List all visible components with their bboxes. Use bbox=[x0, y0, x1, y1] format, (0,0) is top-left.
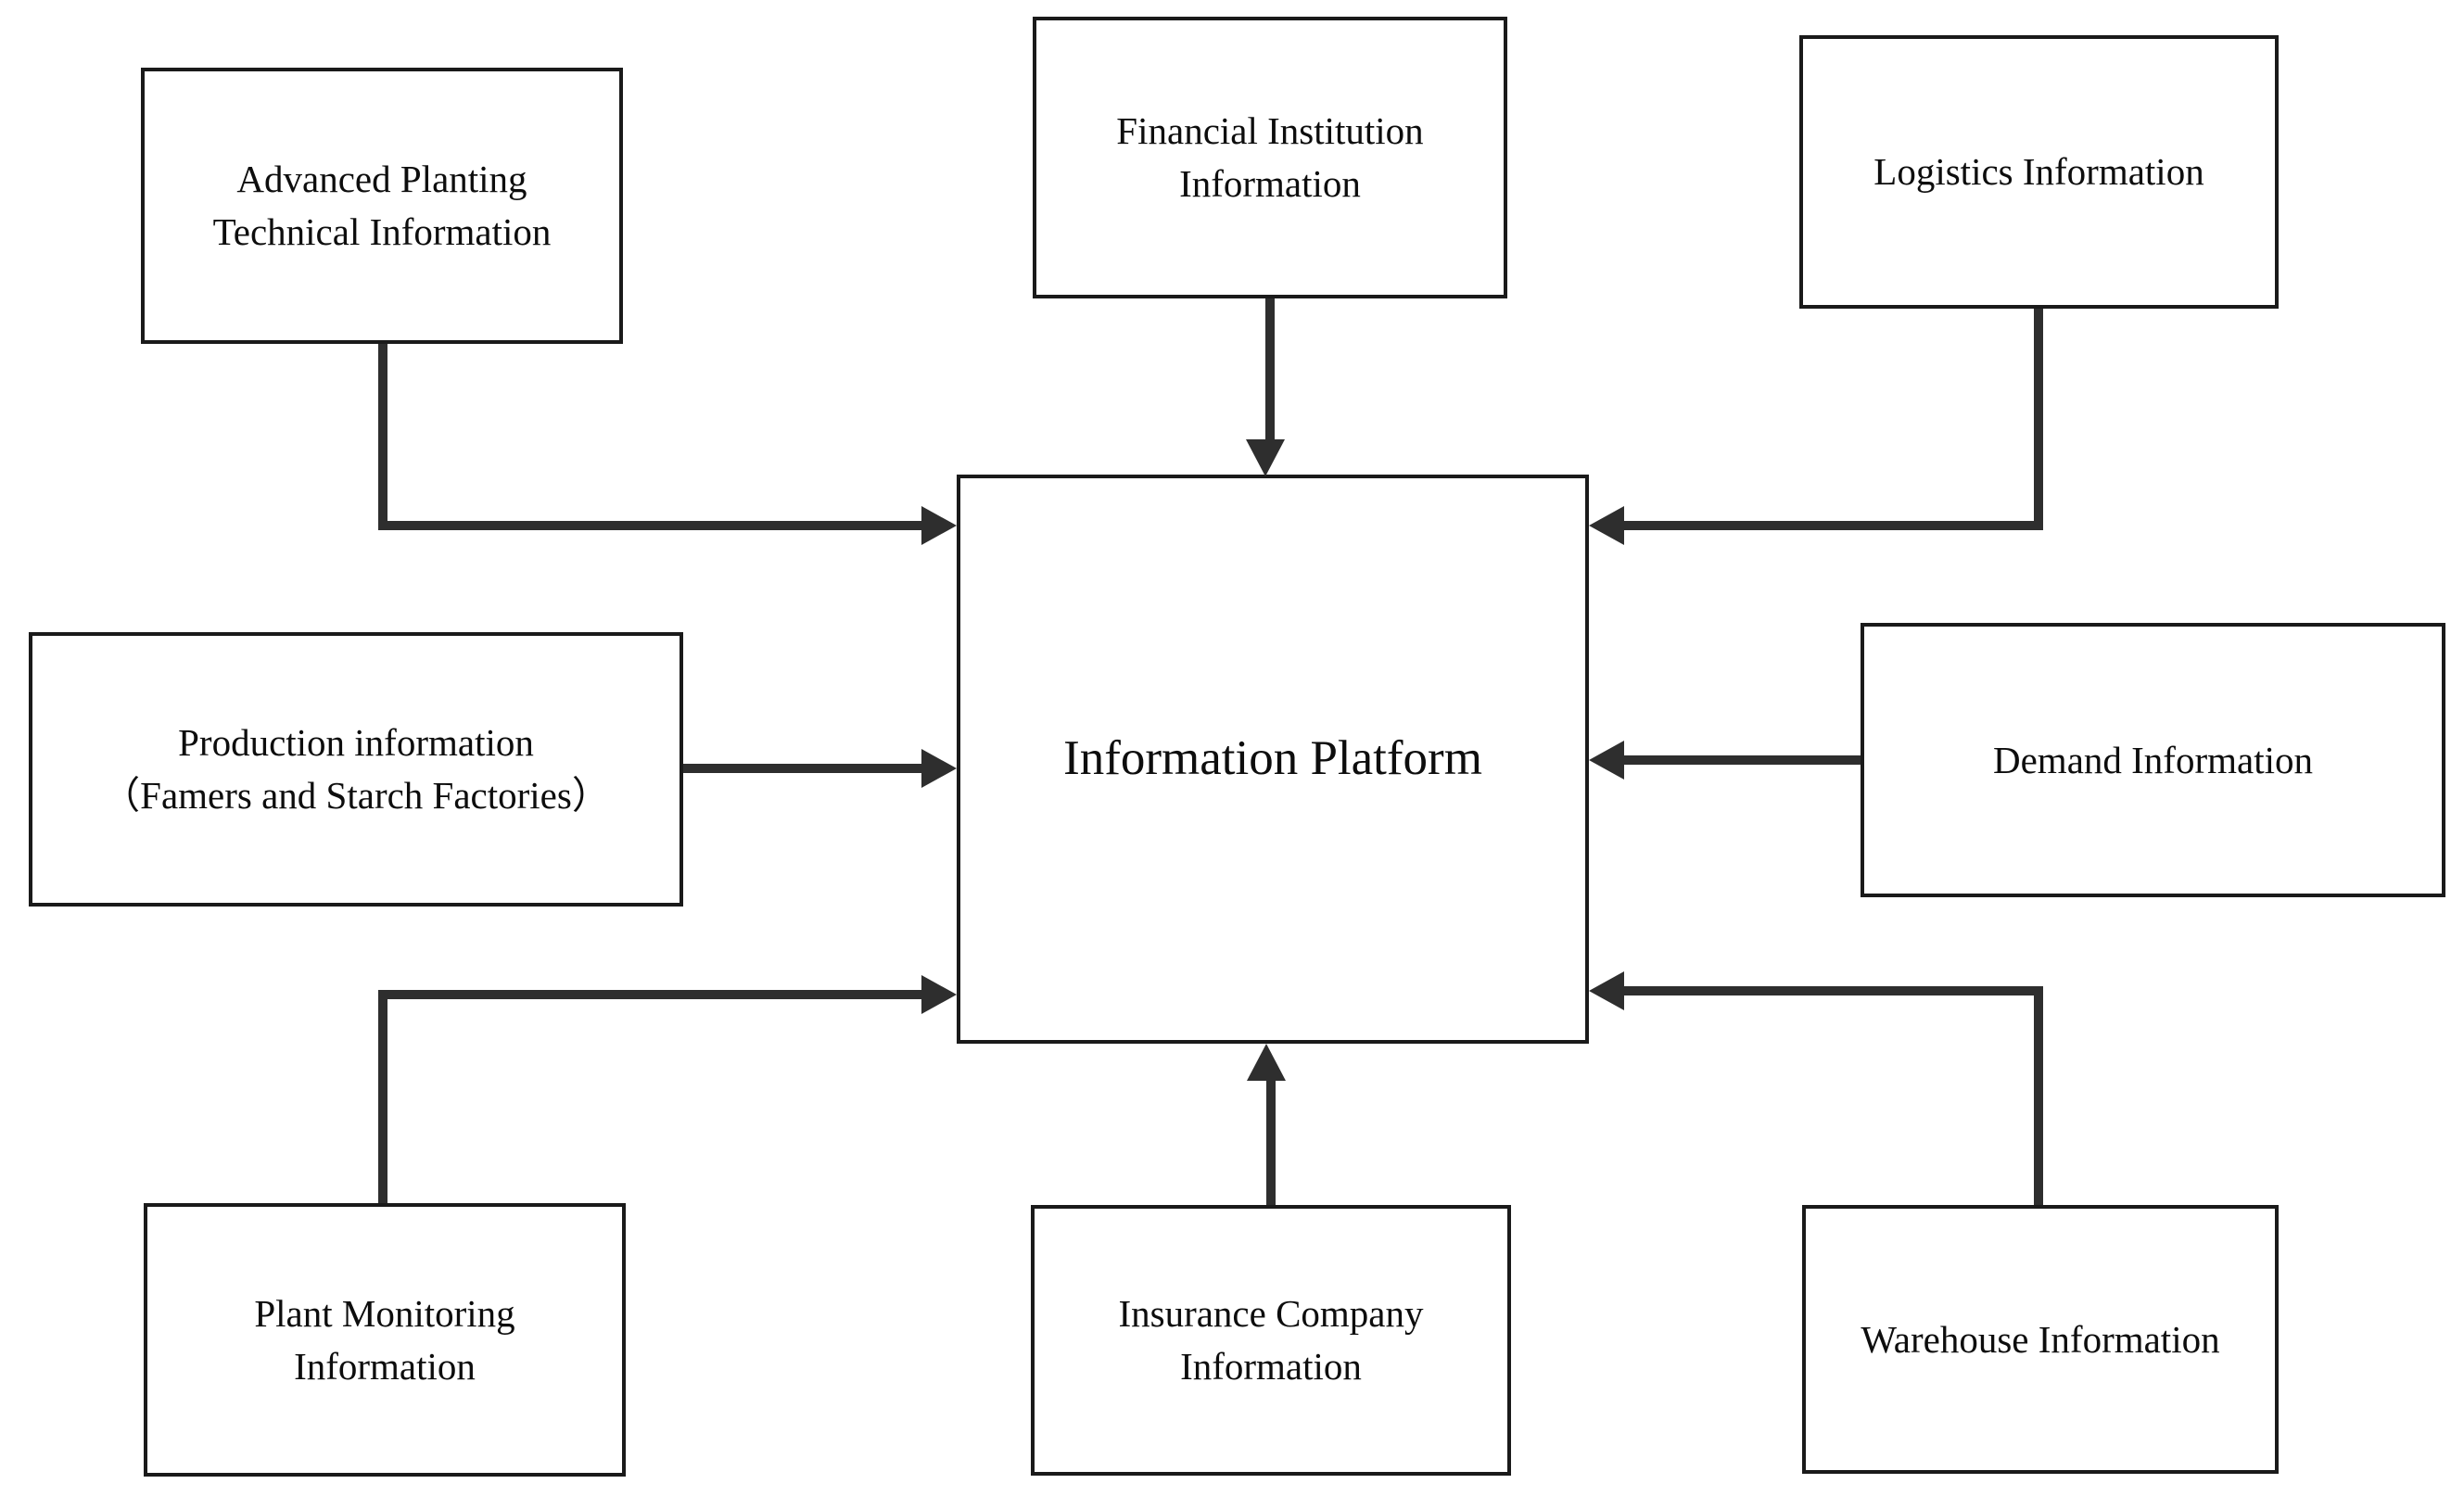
connector-demand-horizontal bbox=[1624, 755, 1861, 765]
connector-warehouse-horizontal bbox=[1624, 986, 2043, 995]
node-label: Insurance Company Information bbox=[1118, 1292, 1424, 1388]
node-advanced-planting-technical-information: Advanced Planting Technical Information bbox=[141, 68, 623, 344]
connector-plant-monitoring-horizontal bbox=[378, 990, 921, 999]
arrowhead-right-icon bbox=[921, 975, 957, 1014]
arrowhead-right-icon bbox=[921, 506, 957, 545]
node-label-line2: （Famers and Starch Factories） bbox=[102, 774, 610, 817]
node-warehouse-information: Warehouse Information bbox=[1802, 1205, 2279, 1474]
node-plant-monitoring-information: Plant Monitoring Information bbox=[144, 1203, 626, 1477]
arrowhead-right-icon bbox=[921, 749, 957, 788]
connector-advanced-planting-horizontal bbox=[378, 521, 921, 530]
arrowhead-up-icon bbox=[1247, 1044, 1286, 1081]
arrowhead-left-icon bbox=[1589, 971, 1624, 1010]
node-label: Financial Institution Information bbox=[1116, 109, 1424, 205]
connector-production-horizontal bbox=[683, 764, 921, 773]
node-financial-institution-information: Financial Institution Information bbox=[1033, 17, 1507, 298]
node-demand-information: Demand Information bbox=[1861, 623, 2445, 897]
connector-warehouse-vertical bbox=[2034, 986, 2043, 1205]
arrowhead-left-icon bbox=[1589, 741, 1624, 780]
node-label: Logistics Information bbox=[1873, 150, 2204, 194]
arrowhead-left-icon bbox=[1589, 506, 1624, 545]
node-label: Information Platform bbox=[1063, 731, 1482, 786]
connector-plant-monitoring-vertical bbox=[378, 990, 387, 1203]
node-insurance-company-information: Insurance Company Information bbox=[1031, 1205, 1511, 1476]
node-label-line1: Production information bbox=[178, 721, 534, 765]
connector-logistics-vertical bbox=[2034, 309, 2043, 530]
connector-advanced-planting-vertical bbox=[378, 344, 387, 530]
node-information-platform: Information Platform bbox=[957, 475, 1589, 1044]
arrowhead-down-icon bbox=[1246, 439, 1285, 476]
node-label: Advanced Planting Technical Information bbox=[212, 158, 552, 253]
node-logistics-information: Logistics Information bbox=[1799, 35, 2279, 309]
connector-insurance-vertical bbox=[1266, 1077, 1276, 1205]
node-label: Plant Monitoring Information bbox=[254, 1291, 515, 1388]
connector-logistics-horizontal bbox=[1624, 521, 2043, 530]
node-label: Warehouse Information bbox=[1861, 1317, 2220, 1361]
connector-financial-vertical bbox=[1265, 298, 1275, 441]
node-label: Demand Information bbox=[1993, 738, 2313, 781]
node-production-information: Production information （Famers and Starc… bbox=[29, 632, 683, 907]
